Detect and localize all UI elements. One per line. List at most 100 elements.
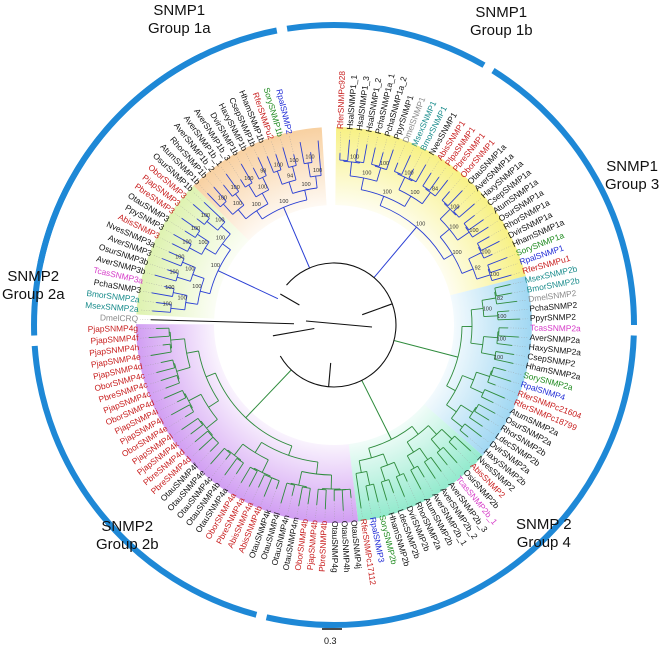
branch-segment xyxy=(424,461,436,479)
group-label-line2: Group 2a xyxy=(2,286,65,303)
branch-segment xyxy=(360,177,365,190)
group-label-snmp2-2a: SNMP2 Group 2a xyxy=(2,268,65,304)
bootstrap-value: 100 xyxy=(362,171,371,177)
branch-segment xyxy=(406,455,415,469)
leaf-guide-line xyxy=(168,416,186,428)
leaf-label: RferSNMPc928 xyxy=(335,70,347,129)
leaf-guide-line xyxy=(488,419,500,427)
bootstrap-value: 100 xyxy=(483,306,492,312)
branch-arc xyxy=(184,393,193,409)
leaf-guide-line xyxy=(366,134,369,145)
branch-segment xyxy=(173,234,192,245)
branch-segment xyxy=(263,477,273,497)
leaf-guide-line xyxy=(459,191,475,207)
leaf-guide-line xyxy=(206,178,214,188)
branch-segment xyxy=(310,152,313,163)
branch-segment xyxy=(373,483,379,503)
branch-segment xyxy=(181,418,199,430)
leaf-label: PjapSNMP4b xyxy=(305,519,320,570)
bootstrap-value: 100 xyxy=(170,270,179,276)
bootstrap-value: 100 xyxy=(182,240,191,246)
branch-segment xyxy=(417,465,425,478)
branch-segment xyxy=(487,381,496,386)
branch-segment xyxy=(368,448,372,458)
branch-segment xyxy=(415,164,427,183)
branch-segment xyxy=(170,404,190,416)
branch-segment xyxy=(173,292,188,296)
leaf-guide-line xyxy=(447,172,454,181)
branch-segment xyxy=(380,481,388,501)
branch-segment xyxy=(442,447,458,464)
branch-segment xyxy=(192,273,205,279)
branch-segment xyxy=(497,318,520,321)
leaf-guide-line xyxy=(456,449,471,464)
branch-segment xyxy=(185,302,198,305)
branch-segment xyxy=(380,467,386,481)
backbone-segment xyxy=(362,303,393,316)
branch-segment xyxy=(200,290,211,295)
leaf-guide-line xyxy=(435,478,442,488)
branch-segment xyxy=(411,426,419,435)
leaf-guide-line xyxy=(368,500,372,516)
branch-segment xyxy=(209,442,219,452)
bootstrap-value: 100 xyxy=(453,250,462,256)
bootstrap-value: 100 xyxy=(216,236,225,242)
branch-segment xyxy=(421,192,431,204)
branch-segment xyxy=(299,142,305,164)
branch-segment xyxy=(171,243,188,252)
branch-arc xyxy=(359,453,384,462)
branch-segment xyxy=(280,482,288,504)
branch-segment xyxy=(206,221,218,231)
branch-segment xyxy=(470,386,484,394)
branch-segment xyxy=(164,389,183,399)
leaf-guide-line xyxy=(424,476,434,493)
leaf-guide-line xyxy=(227,473,237,488)
bootstrap-value: 84 xyxy=(432,187,438,193)
clade-stem-group3 xyxy=(217,270,279,300)
leaf-guide-line xyxy=(510,281,524,285)
branch-segment xyxy=(366,471,371,486)
branch-segment xyxy=(395,476,405,497)
leaf-guide-line xyxy=(495,413,505,419)
leaf-guide-line xyxy=(438,166,447,178)
branch-segment xyxy=(298,471,303,486)
branch-segment xyxy=(324,489,327,510)
clade-stem-group1b xyxy=(283,207,311,269)
branch-segment xyxy=(371,147,376,165)
branch-segment xyxy=(203,201,226,223)
branch-segment xyxy=(443,253,453,260)
branch-segment xyxy=(184,230,196,238)
group-label-snmp1-1b: SNMP1 Group 1b xyxy=(470,4,533,40)
leaf-guide-line xyxy=(467,436,484,450)
branch-segment xyxy=(448,441,458,451)
branch-segment xyxy=(240,466,251,484)
branch-segment xyxy=(198,436,214,451)
leaf-label: PjapSNMP4f xyxy=(90,332,139,345)
scale-bar-label: 0.3 xyxy=(324,636,337,646)
root-segment xyxy=(305,320,373,328)
branch-segment xyxy=(496,292,512,297)
leaf-guide-line xyxy=(140,309,153,312)
branch-segment xyxy=(403,473,408,482)
branch-segment xyxy=(161,258,182,267)
branch-segment xyxy=(225,173,240,192)
bootstrap-value: 100 xyxy=(497,314,506,320)
branch-segment xyxy=(453,205,460,212)
branch-segment xyxy=(460,404,473,413)
branch-arc xyxy=(209,249,231,294)
branch-segment xyxy=(355,473,362,509)
branch-segment xyxy=(235,193,245,206)
branch-segment xyxy=(224,458,238,476)
branch-segment xyxy=(282,147,290,168)
branch-segment xyxy=(441,428,453,440)
leaf-guide-line xyxy=(513,354,526,357)
branch-segment xyxy=(430,438,441,451)
branch-segment xyxy=(487,257,508,266)
bootstrap-value: 100 xyxy=(383,189,392,195)
ring-arc-group2a xyxy=(31,52,204,336)
group-label-line1: SNMP2 xyxy=(7,268,60,285)
leaf-labels: RferSNMPc928HsalSNMP1_1HsalSNMP1_3HsalSN… xyxy=(85,70,583,586)
group-label-line1: SNMP1 xyxy=(153,2,206,19)
branch-segment xyxy=(261,459,269,473)
branch-segment xyxy=(221,225,231,235)
